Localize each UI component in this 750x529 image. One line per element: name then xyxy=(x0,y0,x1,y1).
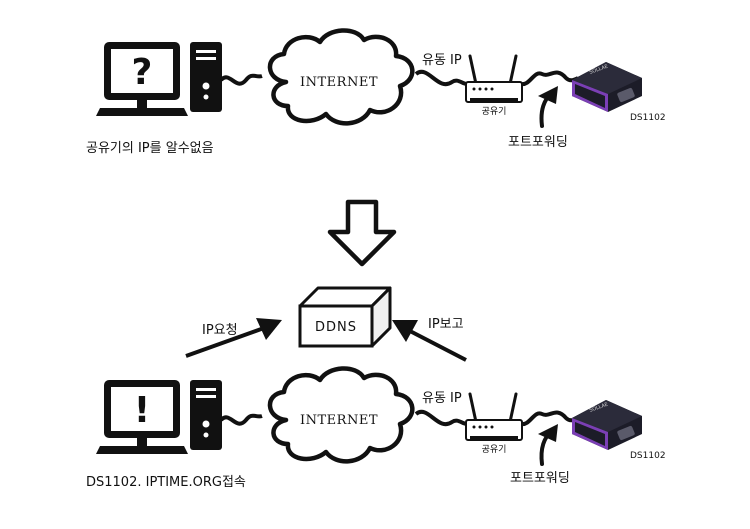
cable-router-device xyxy=(520,70,579,87)
port-forwarding-label: 포트포워딩 xyxy=(508,135,568,150)
ip-request-label: IP요청 xyxy=(202,323,238,338)
bottom-section: ! INTERNET 유동 IP 공유기 DS1102 포트포워딩 DS1102… xyxy=(86,368,666,490)
port-forward-arrowhead-bottom xyxy=(538,424,558,442)
middle-section: DDNS IP요청 IP보고 xyxy=(185,286,467,362)
dynamic-ip-label-bottom: 유동 IP xyxy=(422,391,462,406)
router-icon xyxy=(464,54,524,104)
computer-icon-bottom xyxy=(96,380,222,454)
port-forward-arrowhead xyxy=(538,86,558,104)
ip-report-label: IP보고 xyxy=(428,317,464,332)
router-icon-bottom xyxy=(464,392,524,442)
device-icon xyxy=(572,62,642,112)
device-icon-bottom xyxy=(572,400,642,450)
device-label-bottom: DS1102 xyxy=(630,451,666,461)
cloud-label: INTERNET xyxy=(300,75,378,90)
ip-report-arrow xyxy=(407,328,467,362)
device-label: DS1102 xyxy=(630,113,666,123)
router-label-bottom: 공유기 xyxy=(482,444,507,455)
ddns-box xyxy=(298,304,374,348)
port-forwarding-label-bottom: 포트포워딩 xyxy=(510,471,570,486)
computer-caption-bottom: DS1102. IPTIME.ORG접속 xyxy=(86,475,246,490)
dynamic-ip-label: 유동 IP xyxy=(422,53,462,68)
ip-request-arrow xyxy=(185,326,265,358)
cable-cloud-router-bottom xyxy=(414,409,468,427)
cable-router-device-bottom xyxy=(520,410,579,427)
cable-pc-cloud-bottom xyxy=(219,413,263,426)
cloud-label-bottom: INTERNET xyxy=(300,413,378,428)
down-arrow-icon xyxy=(327,199,397,267)
computer-icon xyxy=(96,42,222,116)
computer-caption: 공유기의 IP를 알수없음 xyxy=(86,141,214,156)
cable-cloud-router xyxy=(414,69,468,87)
ip-request-arrowhead xyxy=(256,318,282,340)
ip-report-arrowhead xyxy=(392,320,418,342)
exclamation-mark: ! xyxy=(134,390,150,431)
cable-pc-cloud xyxy=(219,73,263,86)
ddns-label: DDNS xyxy=(315,320,357,335)
question-mark: ? xyxy=(132,52,153,93)
top-section: ? INTERNET 유동 IP 공유기 DS1102 포트포워딩 공유기의 I… xyxy=(86,30,666,156)
router-label: 공유기 xyxy=(482,106,507,117)
